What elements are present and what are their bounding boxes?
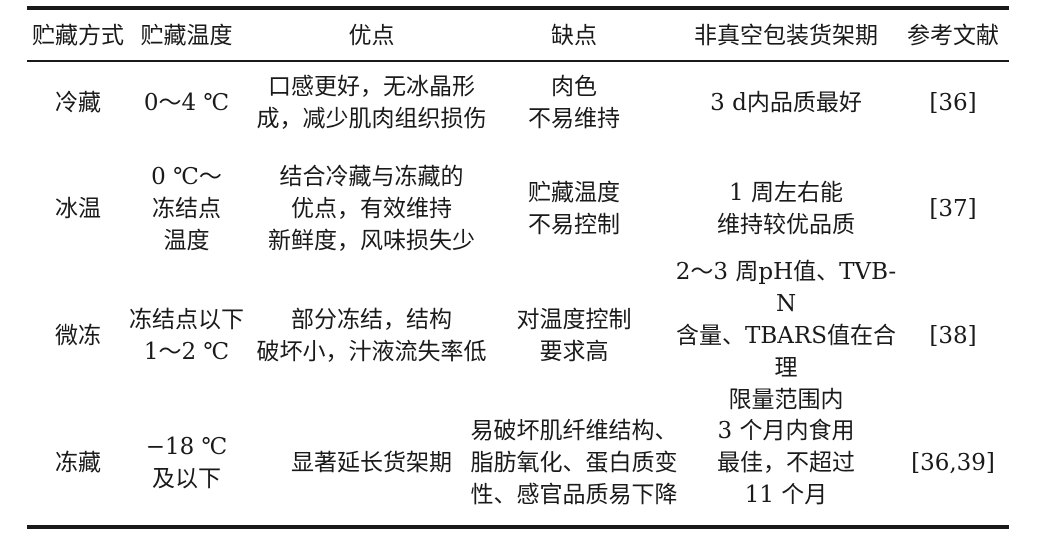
- cell-reference: [36,39]: [911, 450, 995, 476]
- cell-advantages: 显著延长货架期: [291, 450, 452, 476]
- table-bottom-rule: [27, 525, 1009, 529]
- header-storage-temperature: 贮藏温度: [140, 23, 233, 49]
- cell-storage-method: 冷藏: [55, 90, 101, 116]
- cell-disadvantages: 肉色 不易维持: [528, 74, 620, 132]
- header-references: 参考文献: [907, 23, 999, 49]
- header-shelf-life: 非真空包装货架期: [694, 23, 878, 49]
- header-advantages: 优点: [348, 23, 395, 49]
- cell-shelf-life: 3 d内品质最好: [710, 90, 862, 116]
- header-storage-method: 贮藏方式: [32, 23, 124, 49]
- cell-storage-temperature: 冻结点以下 1～2 ℃: [129, 307, 244, 365]
- cell-storage-temperature: −18 ℃ 及以下: [145, 434, 228, 492]
- cell-storage-method: 微冻: [55, 323, 101, 349]
- cell-disadvantages: 对温度控制 要求高: [516, 307, 632, 365]
- cell-advantages: 口感更好，无冰晶形 成，减少肌肉组织损伤: [256, 74, 487, 132]
- cell-reference: [37]: [929, 196, 977, 222]
- cell-storage-method: 冻藏: [55, 450, 101, 476]
- cell-storage-method: 冰温: [55, 196, 101, 222]
- cell-reference: [36]: [929, 90, 977, 116]
- cell-disadvantages: 易破坏肌纤维结构、 脂肪氧化、蛋白质变 性、感官品质易下降: [470, 418, 678, 508]
- cell-reference: [38]: [929, 323, 977, 349]
- cell-storage-temperature: 0～4 ℃: [143, 90, 230, 116]
- cell-advantages: 部分冻结，结构 破坏小，汁液流失率低: [256, 307, 487, 365]
- cell-shelf-life: 2～3 周pH值、TVB-N 含量、TBARS值在合理 限量范围内: [675, 259, 897, 413]
- cell-shelf-life: 1 周左右能 维持较优品质: [717, 180, 855, 238]
- cell-advantages: 结合冷藏与冻藏的 优点，有效维持 新鲜度，风味损失少: [268, 164, 475, 254]
- cell-shelf-life: 3 个月内食用 最佳，不超过 11 个月: [717, 418, 855, 508]
- table-header-rule: [27, 60, 1009, 62]
- cell-disadvantages: 贮藏温度 不易控制: [528, 180, 620, 238]
- header-disadvantages: 缺点: [551, 23, 597, 49]
- cell-storage-temperature: 0 ℃～ 冻结点 温度: [151, 164, 222, 254]
- table-top-rule: [27, 6, 1009, 10]
